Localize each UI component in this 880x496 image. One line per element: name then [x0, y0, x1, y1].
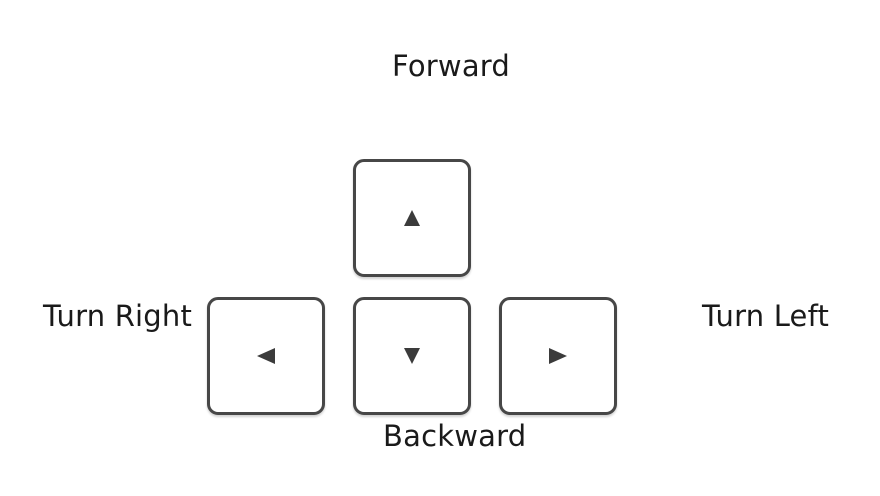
up-arrow-key[interactable]: [353, 159, 471, 277]
right-arrow-key[interactable]: [499, 297, 617, 415]
arrow-left-icon: [257, 348, 275, 364]
arrow-up-icon: [404, 210, 420, 226]
down-arrow-key[interactable]: [353, 297, 471, 415]
forward-label: Forward: [392, 49, 511, 83]
arrow-down-icon: [404, 348, 420, 364]
left-arrow-key[interactable]: [207, 297, 325, 415]
arrow-right-icon: [549, 348, 567, 364]
turn-right-label: Turn Right: [43, 299, 193, 333]
turn-left-label: Turn Left: [702, 299, 830, 333]
backward-label: Backward: [383, 419, 527, 453]
